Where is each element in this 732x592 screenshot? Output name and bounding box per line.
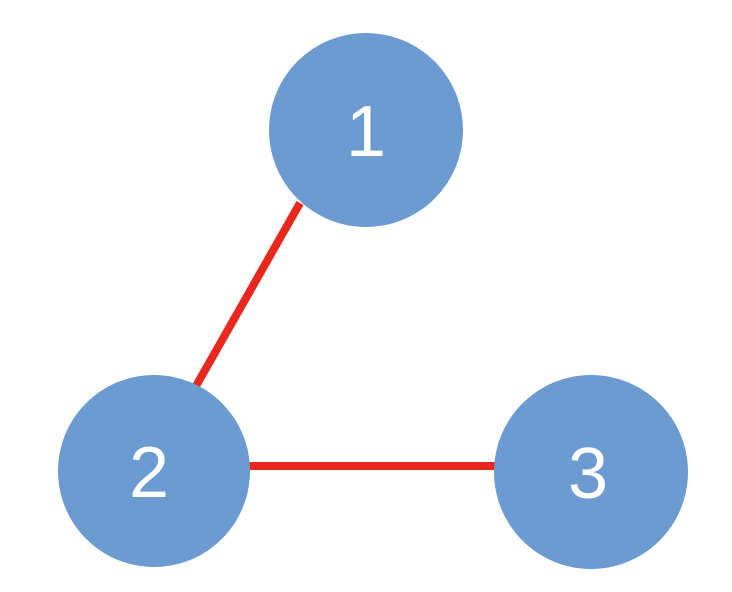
node-label-3: 3 [568,434,608,514]
graph-node-3[interactable]: 3 [494,375,688,569]
node-label-1: 1 [346,92,386,172]
graph-node-2[interactable]: 2 [58,375,250,567]
node-circle-1[interactable] [269,33,463,227]
edge-layer [192,201,499,470]
node-circle-3[interactable] [494,375,688,569]
node-circle-2[interactable] [58,375,250,567]
node-layer: 1 2 3 [58,33,688,569]
node-label-2: 2 [129,433,169,513]
graph-edge-1-2[interactable] [192,201,304,388]
graph-node-1[interactable]: 1 [269,33,463,227]
